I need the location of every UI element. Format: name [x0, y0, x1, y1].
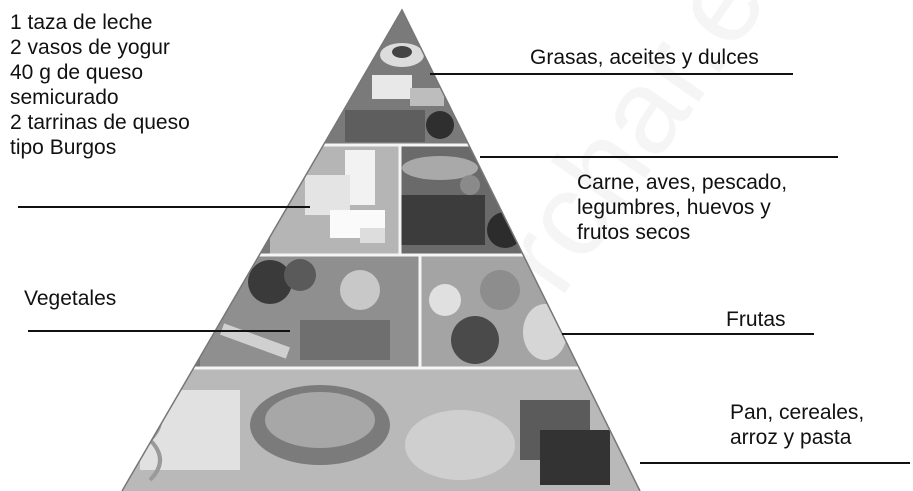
dairy-label-line: 40 g de queso	[10, 61, 144, 84]
grains-label: Pan, cereales, arroz y pasta	[730, 400, 864, 450]
proteins-label-line: legumbres, huevos y	[577, 196, 771, 219]
grains-label-line: Pan, cereales,	[730, 401, 865, 424]
proteins-label: Carne, aves, pescado, legumbres, huevos …	[577, 170, 787, 245]
tomato-icon	[248, 260, 292, 304]
fruits-leader-line	[562, 333, 814, 335]
cheese-block-icon	[305, 175, 350, 215]
carrot-icon	[220, 323, 290, 359]
bread-icon	[405, 410, 515, 480]
pear-icon	[523, 304, 567, 360]
fats-label: Grasas, aceites y dulces	[530, 45, 759, 70]
proteins-label-line: frutos secos	[577, 221, 691, 244]
dairy-label-line: 2 tarrinas de queso	[10, 111, 190, 134]
fruits-label: Frutas	[726, 307, 786, 332]
fats-leader-line	[430, 73, 793, 75]
dairy-label-line: 2 vasos de yogur	[10, 36, 170, 59]
dairy-label-line: semicurado	[10, 86, 119, 109]
dairy-label: 1 taza de leche 2 vasos de yogur 40 g de…	[10, 10, 190, 160]
dairy-leader-line	[18, 206, 310, 208]
fruits-label-text: Frutas	[726, 308, 786, 331]
butter-icon	[410, 88, 444, 106]
vegetables-leader-line	[28, 330, 290, 332]
tier-top	[330, 10, 530, 145]
proteins-leader-line	[480, 156, 838, 158]
vegetables-label-text: Vegetales	[24, 287, 117, 310]
fish-icon	[402, 156, 478, 180]
proteins-label-line: Carne, aves, pescado,	[577, 171, 788, 194]
fats-label-text: Grasas, aceites y dulces	[530, 46, 759, 69]
apple-icon	[451, 316, 499, 364]
cheese-icon	[372, 75, 412, 99]
meat-icon	[400, 195, 485, 245]
tier-base	[122, 366, 640, 491]
pasta-icon	[140, 390, 240, 470]
grains-leader-line	[640, 462, 910, 464]
grains-label-line: arroz y pasta	[730, 426, 852, 449]
dairy-label-line: 1 taza de leche	[10, 11, 153, 34]
dairy-label-line: tipo Burgos	[10, 136, 117, 159]
vegetables-label: Vegetales	[24, 286, 116, 311]
